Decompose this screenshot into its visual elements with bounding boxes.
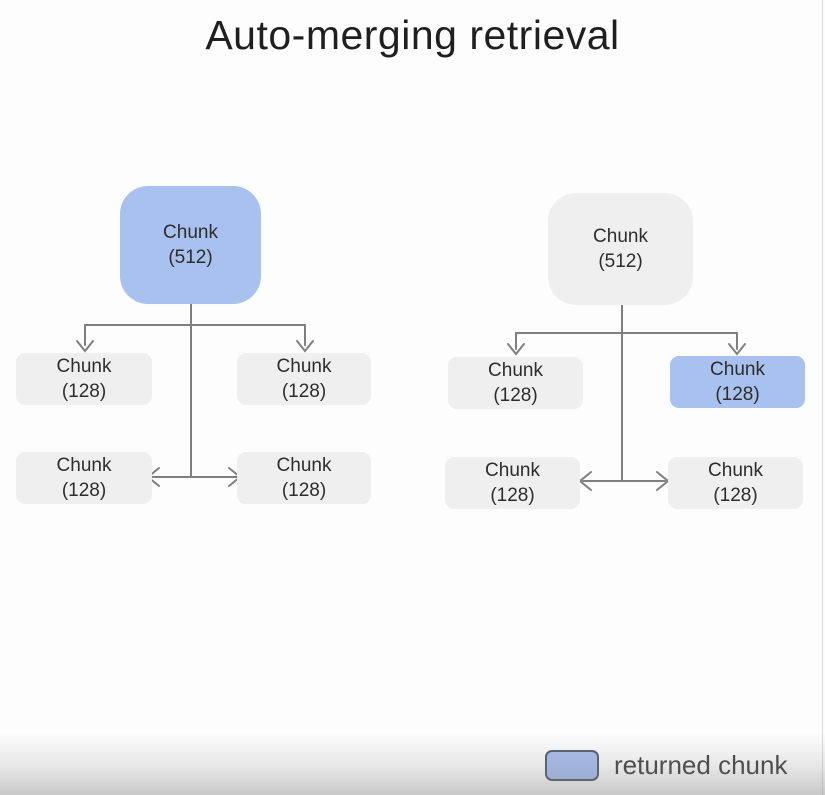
- node-label: Chunk: [276, 455, 332, 476]
- node-size: (128): [493, 385, 538, 406]
- node-label: Chunk: [56, 455, 112, 476]
- node-label: Chunk: [56, 356, 112, 377]
- left-tree-root-node: Chunk (512): [120, 186, 261, 304]
- left-tree-child-node-3: Chunk (128): [16, 452, 152, 504]
- node-size: (128): [713, 485, 758, 506]
- node-size: (128): [281, 480, 327, 501]
- node-label: Chunk: [708, 460, 763, 481]
- node-size: (512): [598, 251, 643, 272]
- node-label: Chunk: [488, 360, 543, 381]
- arrow-down-icon: [296, 340, 314, 353]
- node-size: (512): [168, 247, 213, 268]
- node-label: Chunk: [593, 226, 648, 247]
- right-tree-child-node-3: Chunk (128): [445, 457, 580, 509]
- node-label: Chunk: [485, 460, 540, 481]
- arrow-down-icon: [76, 340, 94, 353]
- left-tree-child-node-4: Chunk (128): [237, 452, 371, 504]
- node-size: (128): [490, 485, 535, 506]
- node-size: (128): [281, 381, 327, 402]
- legend-label: returned chunk: [614, 750, 788, 780]
- returned-chunk-swatch-icon: [545, 750, 599, 781]
- legend: returned chunk: [545, 750, 787, 781]
- node-size: (128): [715, 384, 760, 405]
- right-tree-child-node-1: Chunk (128): [448, 357, 583, 409]
- right-tree-root-node: Chunk (512): [548, 193, 693, 305]
- left-tree-child-node-2: Chunk (128): [237, 353, 371, 405]
- node-label: Chunk: [276, 356, 332, 377]
- node-label: Chunk: [710, 359, 765, 380]
- node-size: (128): [61, 480, 107, 501]
- page-title: Auto-merging retrieval: [205, 12, 620, 58]
- node-label: Chunk: [163, 222, 218, 243]
- arrow-down-icon: [728, 343, 746, 356]
- page-edge-divider: [822, 0, 823, 795]
- arrow-down-icon: [507, 343, 525, 356]
- node-size: (128): [61, 381, 107, 402]
- left-tree-connectors: [76, 303, 314, 487]
- right-tree-child-node-4: Chunk (128): [668, 457, 803, 509]
- arrow-left-icon: [578, 471, 592, 491]
- right-tree-connectors: [507, 304, 746, 491]
- left-tree-child-node-1: Chunk (128): [16, 353, 152, 405]
- right-tree-child-node-2-returned: Chunk (128): [670, 356, 805, 408]
